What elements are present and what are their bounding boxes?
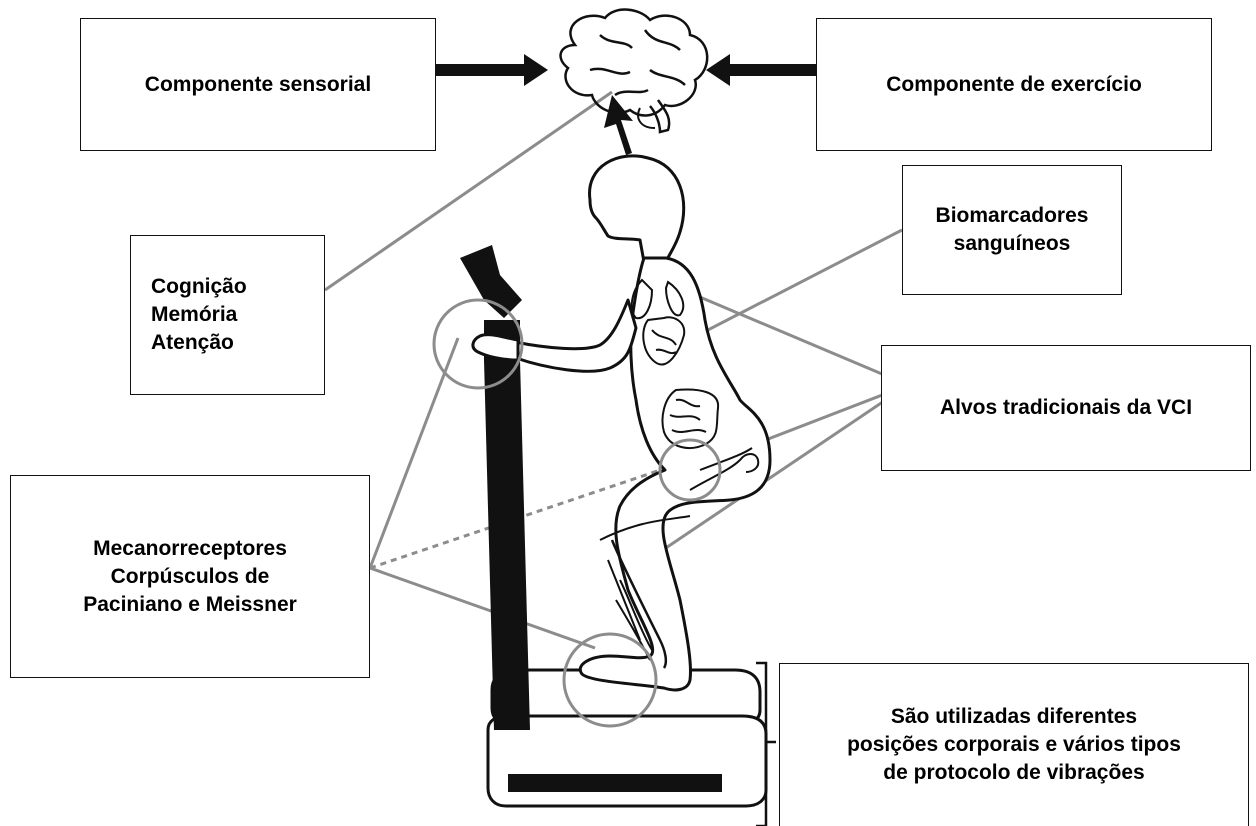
- mechanoreceptors-label-1: Mecanorreceptores: [83, 535, 297, 563]
- mechanoreceptors-box: Mecanorreceptores Corpúsculos de Pacinia…: [10, 475, 370, 678]
- biomarkers-box: Biomarcadores sanguíneos: [902, 165, 1122, 295]
- arrows: [436, 54, 816, 155]
- protocols-label-2: posições corporais e vários tipos: [847, 731, 1181, 759]
- memory-label: Memória: [151, 301, 247, 329]
- biomarkers-label-2: sanguíneos: [936, 230, 1089, 258]
- protocols-label-1: São utilizadas diferentes: [847, 703, 1181, 731]
- exercise-component-label: Componente de exercício: [886, 71, 1142, 99]
- traditional-targets-box: Alvos tradicionais da VCI: [881, 345, 1251, 471]
- cognition-box: Cognição Memória Atenção: [130, 235, 325, 395]
- mechanoreceptors-label-2: Corpúsculos de: [83, 563, 297, 591]
- protocols-label-3: de protocolo de vibrações: [847, 759, 1181, 787]
- cognition-label: Cognição: [151, 273, 247, 301]
- vibration-platform: [488, 670, 766, 806]
- handle-column: [460, 245, 530, 730]
- exercise-component-box: Componente de exercício: [816, 18, 1212, 151]
- biomarkers-label-1: Biomarcadores: [936, 202, 1089, 230]
- sensory-component-label: Componente sensorial: [145, 71, 371, 99]
- traditional-targets-label: Alvos tradicionais da VCI: [940, 394, 1192, 422]
- mechanoreceptors-label-3: Paciniano e Meissner: [83, 591, 297, 619]
- attention-label: Atenção: [151, 329, 247, 357]
- protocols-box: São utilizadas diferentes posições corpo…: [779, 663, 1249, 826]
- sensory-component-box: Componente sensorial: [80, 18, 436, 151]
